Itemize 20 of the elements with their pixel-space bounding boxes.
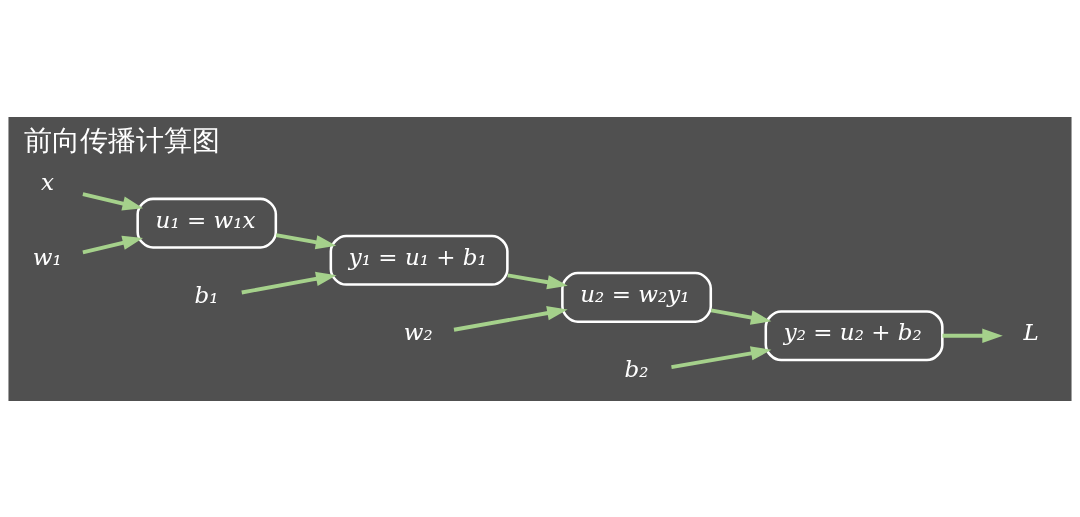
arrow [82, 191, 144, 211]
node-box: y₂ = u₂ + b₂ [764, 309, 944, 361]
arrow [710, 308, 772, 325]
node-box: u₁ = w₁x [136, 197, 278, 249]
arrow [241, 271, 337, 294]
node-box: y₁ = u₁ + b₁ [329, 234, 509, 286]
arrow [82, 235, 144, 254]
arrow [275, 232, 337, 249]
node-text: b₁ [194, 281, 219, 308]
node-text: b₂ [624, 355, 649, 382]
node-text: L [1023, 318, 1039, 345]
diagram-title: 前向传播计算图 [23, 123, 220, 157]
node-text: x [41, 168, 55, 195]
arrow [671, 345, 772, 369]
node-text: w₂ [403, 318, 433, 345]
node-box: u₂ = w₂y₁ [561, 271, 713, 323]
arrow [453, 305, 568, 332]
arrow [942, 328, 1003, 343]
node-text: w₁ [32, 243, 62, 270]
arrow [507, 272, 568, 289]
